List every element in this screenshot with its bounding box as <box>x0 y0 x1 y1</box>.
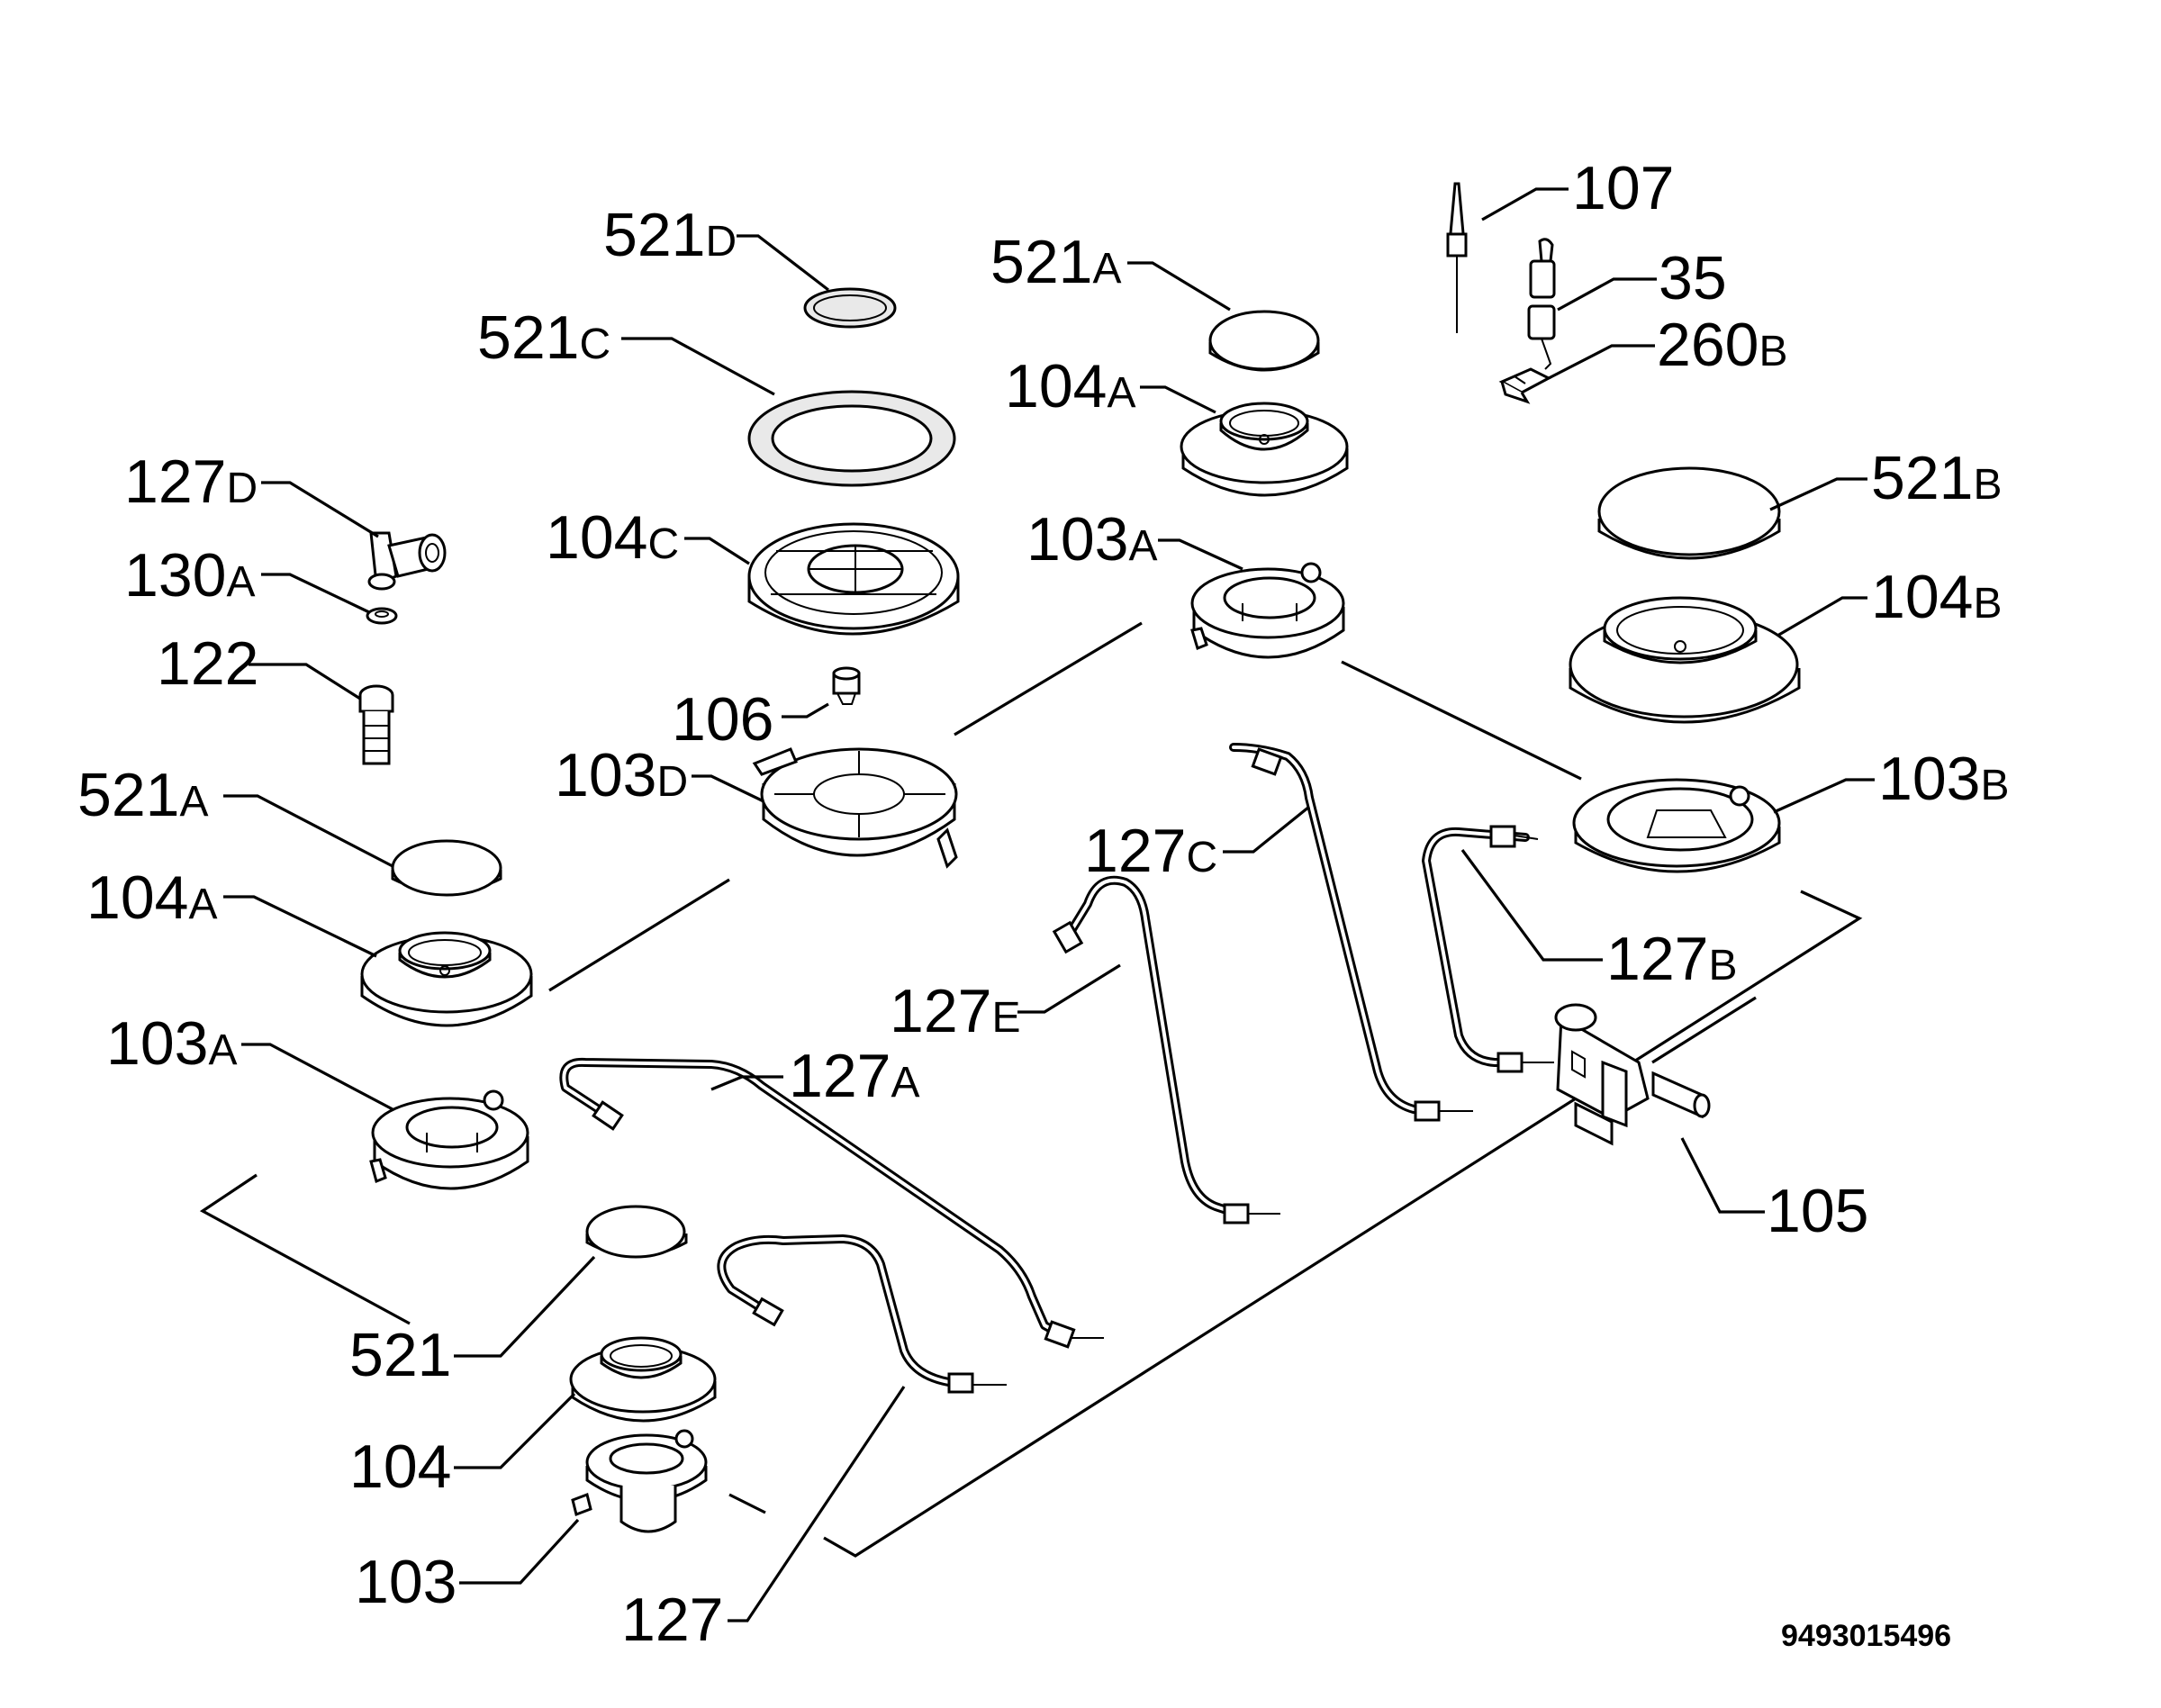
label-103a-left: 103A <box>106 1009 237 1078</box>
label-521a-top: 521A <box>990 228 1121 296</box>
burner-cap-521 <box>585 1205 688 1259</box>
thermocouple-107 <box>1446 182 1468 333</box>
label-104c: 104C <box>546 503 679 572</box>
burner-body-103b <box>1572 778 1781 873</box>
part-labels: 521D 521C 104C 106 103D 127D 130A 122 52… <box>77 154 2009 1654</box>
burner-body-103a-left <box>369 1089 529 1190</box>
burner-head-104a-top <box>1180 402 1349 497</box>
burner-cap-521a-top <box>1208 310 1320 372</box>
burner-head-104b <box>1569 596 1801 724</box>
burner-head-104 <box>569 1336 717 1423</box>
label-521d: 521D <box>603 201 737 269</box>
label-521: 521 <box>349 1321 451 1389</box>
burner-body-103 <box>571 1429 708 1533</box>
label-521a-left: 521A <box>77 761 208 829</box>
label-35: 35 <box>1659 244 1727 312</box>
label-127: 127 <box>621 1586 723 1654</box>
burner-body-103d <box>752 747 958 869</box>
label-122: 122 <box>157 629 258 698</box>
gas-pipe-127b <box>1422 825 1554 1073</box>
label-103a-top: 103A <box>1026 505 1157 574</box>
elbow-fitting-127d <box>367 531 447 591</box>
gas-pipe-127 <box>717 1234 1007 1394</box>
connector-122 <box>358 684 394 765</box>
label-104: 104 <box>349 1432 451 1501</box>
label-103: 103 <box>355 1548 457 1616</box>
injector-106 <box>832 666 861 705</box>
large-burner-cap-521d <box>803 287 897 329</box>
label-104a-left: 104A <box>86 863 217 932</box>
label-104b: 104B <box>1871 563 2002 631</box>
label-127d: 127D <box>124 447 258 516</box>
drawing-code: 9493015496 <box>1781 1619 1951 1653</box>
label-103b: 103B <box>1878 745 2009 813</box>
label-107: 107 <box>1572 154 1674 222</box>
label-521b: 521B <box>1871 444 2002 512</box>
burner-head-104c <box>747 522 960 636</box>
label-127a: 127A <box>789 1042 919 1110</box>
electrode-clip-260b <box>1498 367 1552 404</box>
label-104a-top: 104A <box>1005 352 1135 420</box>
leader-lines <box>223 187 1875 1622</box>
burner-head-104a-left <box>360 931 533 1027</box>
burner-cap-521a-left <box>391 839 502 897</box>
burner-cap-521b <box>1597 466 1781 560</box>
label-105: 105 <box>1767 1177 1868 1245</box>
label-106: 106 <box>672 685 773 754</box>
label-130a: 130A <box>124 541 255 610</box>
gas-pipe-127c <box>1229 743 1473 1122</box>
label-103d: 103D <box>555 741 688 809</box>
gas-pipes <box>559 743 1554 1394</box>
burner-ring-cap-521c <box>747 390 956 487</box>
label-127b: 127B <box>1606 925 1737 993</box>
washer-130a <box>366 607 398 625</box>
ignition-electrode-35 <box>1527 238 1556 370</box>
gas-tap-105 <box>1554 1003 1711 1146</box>
burner-body-103a-top <box>1190 562 1345 659</box>
gas-pipe-127e <box>1052 875 1280 1225</box>
label-127c: 127C <box>1084 817 1217 885</box>
label-127e: 127E <box>890 977 1020 1045</box>
label-260b: 260B <box>1657 311 1787 379</box>
gas-pipe-127a <box>559 1057 1104 1349</box>
group-lines <box>199 621 1863 1558</box>
label-521c: 521C <box>477 303 610 372</box>
